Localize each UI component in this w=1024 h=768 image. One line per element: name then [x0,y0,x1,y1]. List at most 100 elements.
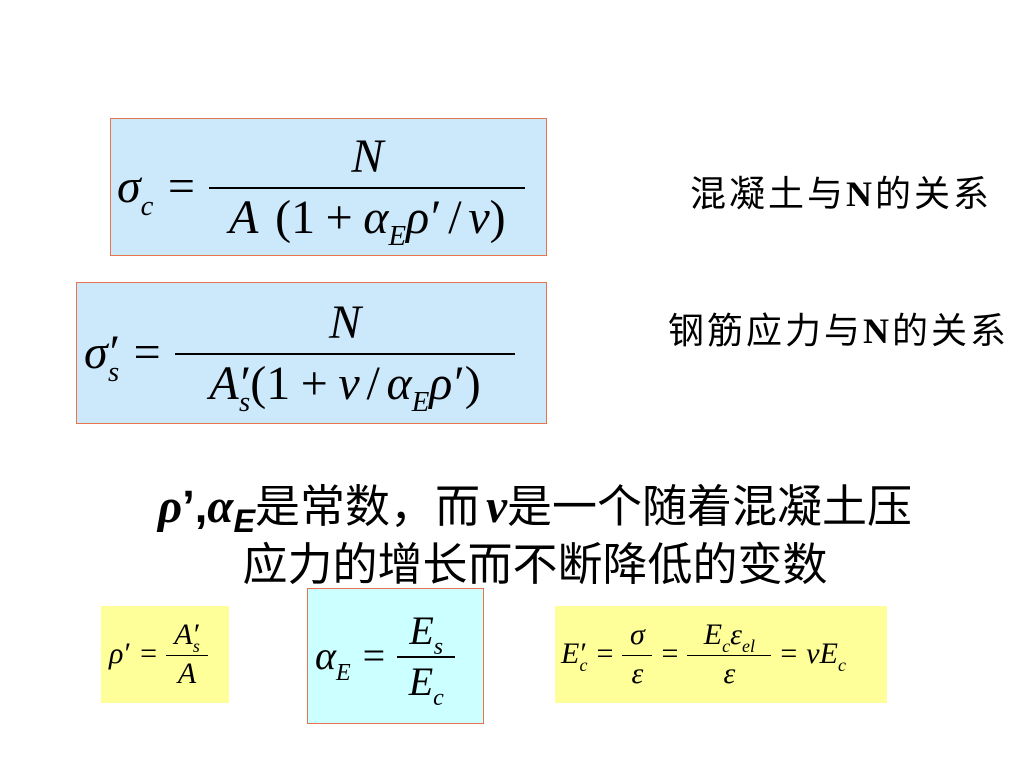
alpha-symbol: α [315,633,336,678]
equals-sign: = [140,637,158,671]
rhs: ν E c [806,637,846,675]
area-a: A [174,618,193,651]
alpha-symbol: α [363,190,389,244]
statement-text: 是常数，而 [255,480,481,533]
sigma-symbol: σ [84,326,108,380]
lhs: σ c [117,159,153,222]
steel-relation-label: 钢筋应力与N的关系 [668,310,1009,353]
modulus-e: E [703,618,723,651]
subscript-c: c [579,655,588,676]
prime-mark: ′ [124,637,132,671]
rho-symbol: ρ [406,190,430,244]
modulus-e: E [561,637,580,671]
sigma-symbol: σ [117,160,141,214]
equals-sign: = [780,637,798,671]
subscript-e: E [411,386,430,419]
fraction: N A ′ s ( 1 + ν / α E ρ ′ ) [175,295,516,418]
concrete-stress-formula-box: σ c = N A ( 1 + α E ρ ′ / ν [110,118,547,256]
lhs: E ′ c [561,637,588,675]
nu-symbol: ν [468,190,490,244]
modulus-ratio-formula-box: α E = E s E c [307,588,484,724]
modulus-e: E [409,607,434,653]
number-one: 1 [266,356,291,410]
statement-text: 应力的增长而不断降低的变数 [242,538,828,591]
open-paren: ( [250,356,267,410]
label-text: 的关系 [875,174,993,215]
denominator: E c [397,655,456,711]
subscript-c: c [837,655,846,676]
modulus-e: E [408,658,434,704]
rho-symbol: ρ [429,356,453,410]
numerator: A ′ s [166,618,208,657]
equals-sign: = [133,326,161,380]
prime-mark: ’ [182,481,195,532]
subscript-e: E [336,659,351,686]
secant-modulus-formula-box: E ′ c = σ ε = E c ε el [555,606,887,703]
fraction-elastic-strain: E c ε el ε [687,618,772,692]
prime-mark: ′ [431,190,442,244]
area-a: A [229,190,259,244]
numerator: E c ε el [687,618,771,657]
steel-stress-formula: σ ′ s = N A ′ s ( 1 + ν / α [77,295,516,418]
close-paren: ) [489,190,506,244]
nu-symbol: ν [486,481,508,533]
label-text: 的关系 [892,311,1010,352]
fraction: A ′ s A [166,618,209,691]
subscript-c: c [140,190,154,223]
area-a: A [177,656,197,690]
modulus-ratio-formula: α E = E s E c [308,607,456,711]
prime-mark: ′ [193,618,201,651]
subscript-s: s [107,356,120,389]
modulus-e: E [819,637,838,671]
statement-text: 是一个随着混凝土压 [507,480,913,533]
fraction: E s E c [397,607,456,711]
numerator: N [209,129,525,186]
statement-line-1: ρ ’ , α E 是常数，而 ν 是一个随着混凝土压 [46,480,1024,539]
prime-mark: ′ [580,637,588,671]
fraction-sigma-over-epsilon: σ ε [622,618,653,692]
subscript-e: E [233,502,256,539]
numerator-n: N [351,130,384,184]
prime-mark: ′ [240,356,252,410]
subscript-s: s [192,636,200,657]
subscript-s: s [239,386,251,419]
reinforcement-ratio-formula-box: ρ ′ = A ′ s A [101,606,229,703]
prime-mark: ′ [454,356,465,410]
numerator: N [175,295,515,352]
comma: , [194,481,208,532]
lhs: σ ′ s [84,325,121,388]
epsilon-symbol: ε [631,656,644,690]
nu-symbol: ν [338,356,360,410]
label-n: N [846,174,876,214]
numerator-n: N [329,296,362,350]
rho-symbol: ρ [109,637,124,671]
epsilon-symbol: ε [730,618,742,651]
concrete-stress-formula: σ c = N A ( 1 + α E ρ ′ / ν [111,129,526,252]
reinforcement-ratio-formula: ρ ′ = A ′ s A [101,618,209,691]
sigma-symbol: σ [630,618,645,651]
epsilon-symbol: ε [723,656,736,690]
secant-modulus-formula: E ′ c = σ ε = E c ε el [555,618,846,691]
statement-line-2: 应力的增长而不断降低的变数 [46,538,1024,592]
prime-mark: ′ [109,326,121,380]
plus-sign: + [325,190,353,244]
lhs: α E [315,633,351,686]
close-paren: ) [464,356,481,410]
plus-sign: + [300,356,328,410]
equals-sign: = [661,637,679,671]
subscript-el: el [741,636,755,657]
label-text: 混凝土与 [690,174,847,215]
equals-sign: = [362,633,386,678]
subscript-s: s [433,634,444,661]
rho-symbol: ρ [157,481,183,533]
equals-sign: = [167,160,195,214]
open-paren: ( [275,190,292,244]
label-text: 钢筋应力与 [668,311,864,352]
concrete-relation-label: 混凝土与N的关系 [690,173,992,216]
area-a: A [209,356,239,410]
denominator: A ′ s ( 1 + ν / α E ρ ′ ) [175,352,516,418]
subscript-e: E [388,220,407,253]
denominator: ε [687,654,772,692]
denominator: ε [622,654,653,692]
lhs: ρ ′ [109,637,131,672]
